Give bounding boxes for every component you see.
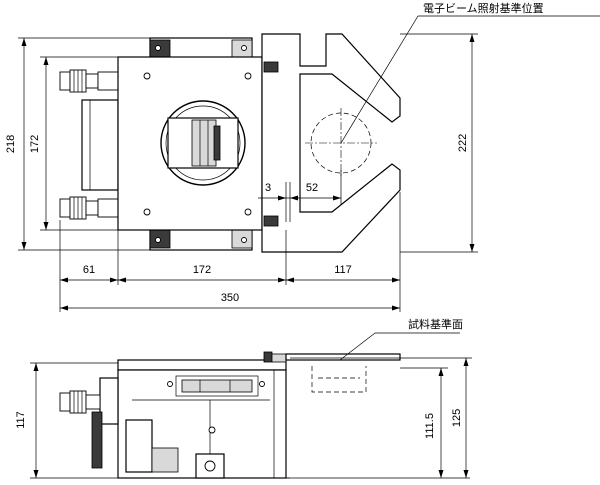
sample-reference-marker: 試料基準面 [339,317,463,361]
hose-fitting-top [59,69,119,93]
dim-117-horizontal-label: 117 [334,264,352,276]
dim-172-vertical: 172 [29,56,118,231]
dim-218: 218 [5,37,150,251]
dim-111-5: 111.5 [286,367,470,479]
side-block [81,99,119,191]
side-view: 117 [15,317,472,479]
stage-aperture [160,100,246,186]
top-view: 218 172 [5,1,600,312]
dim-350: 350 [60,292,400,311]
sample-reference-label: 試料基準面 [408,317,463,331]
dim-horizontal-row: 61 172 117 [59,192,401,312]
dim-222: 222 [400,33,478,253]
top-bracket [149,37,253,61]
ebeam-reference-label: 電子ビーム照射基準位置 [423,1,544,15]
dim-111-5-label: 111.5 [424,413,436,439]
dim-350-label: 350 [221,292,239,304]
dim-52-label: 52 [306,182,318,194]
sample-holder-plate [285,353,401,361]
dim-218-label: 218 [5,135,17,153]
hose-fitting-bottom [59,196,119,220]
motor-box [125,419,153,473]
side-hose-fitting [59,390,101,414]
top-plate [117,359,287,371]
dim-61-label: 61 [83,264,95,276]
dim-3-label: 3 [265,182,271,194]
dim-125: 125 [400,357,472,478]
bottom-bracket [149,227,253,251]
dim-125-label: 125 [451,409,463,427]
dim-side-117-label: 117 [15,411,27,429]
dim-3-52: 3 52 [258,170,342,222]
dim-172-horizontal-label: 172 [193,264,211,276]
dim-222-label: 222 [457,134,469,152]
dim-172-vertical-label: 172 [29,135,41,153]
beam-reference-marker: 電子ビーム照射基準位置 [305,1,600,178]
